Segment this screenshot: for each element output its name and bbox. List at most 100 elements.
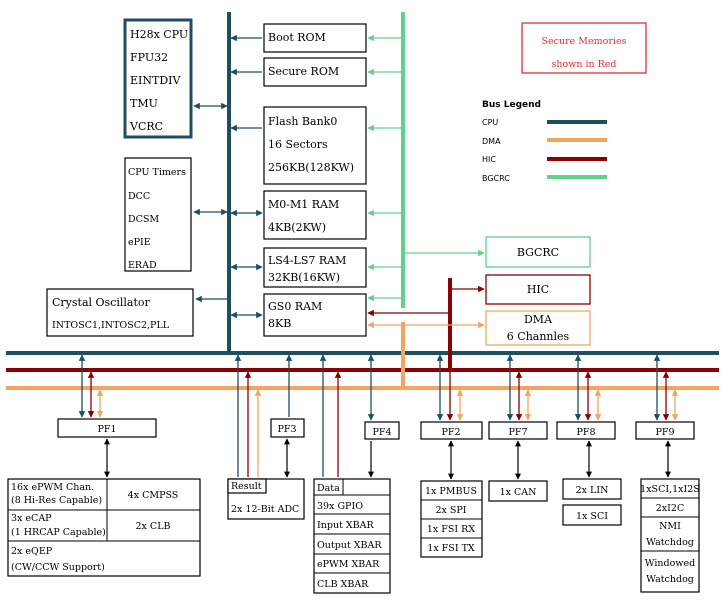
cpu-peripherals-block: CPU Timers DCC DCSM ePIE ERAD xyxy=(124,157,192,272)
pf1-box: PF1 xyxy=(57,418,157,438)
pf2-box: PF2 xyxy=(420,421,483,440)
periph-item: CPU Timers xyxy=(128,167,186,178)
cpu-item: EINTDIV xyxy=(130,74,182,87)
flash-line: Flash Bank0 xyxy=(268,115,337,128)
flash-line: 16 Sectors xyxy=(268,138,328,151)
pf8-label: PF8 xyxy=(576,427,595,438)
legend-label: DMA xyxy=(482,137,501,146)
flash-block: Flash Bank0 16 Sectors 256KB(128KW) xyxy=(263,106,367,185)
flash-line: 256KB(128KW) xyxy=(268,161,354,174)
legend-label: CPU xyxy=(482,118,498,127)
pf9-label: PF9 xyxy=(655,427,674,438)
boot-rom-block: Boot ROM xyxy=(263,23,367,53)
ecap-detail: (1 HRCAP Capable) xyxy=(11,527,106,538)
dma-block: DMA 6 Channles xyxy=(485,310,591,346)
pf7-label: PF7 xyxy=(508,427,527,438)
m0m1-ram-block: M0-M1 RAM 4KB(2KW) xyxy=(263,190,367,240)
oscillator-title: Crystal Oscillator xyxy=(52,296,151,309)
watchdog-label: Watchdog xyxy=(646,537,694,548)
bgcrc-block: BGCRC xyxy=(485,236,591,268)
ls-line: 32KB(16KW) xyxy=(268,271,340,284)
pf8-box: PF8 xyxy=(556,421,616,440)
pf7-box: PF7 xyxy=(488,421,548,440)
ecap-label: 3x eCAP xyxy=(11,513,52,524)
dma-channels: 6 Channles xyxy=(507,330,570,343)
epwm-label: 16x ePWM Chan. xyxy=(11,482,94,493)
pmbus-label: 1x PMBUS xyxy=(425,486,477,497)
m0m1-line: M0-M1 RAM xyxy=(268,198,339,211)
cpu-item: FPU32 xyxy=(130,51,168,64)
pf3-box: PF3 xyxy=(270,418,305,438)
pf9-peripherals: 1xSCI,1xI2S 2xI2C NMI Watchdog Windowed … xyxy=(640,478,700,593)
adc-result: Result xyxy=(231,481,262,492)
secure-rom-block: Secure ROM xyxy=(263,57,367,87)
periph-item: ePIE xyxy=(128,237,151,248)
cpu-block: H28x CPU FPU32 EINTDIV TMU VCRC xyxy=(123,18,193,139)
fsi-rx-label: 1x FSI RX xyxy=(427,524,475,535)
periph-item: DCSM xyxy=(128,214,159,225)
hic-label: HIC xyxy=(527,283,549,296)
bgcrc-label: BGCRC xyxy=(517,246,559,259)
sci-i2s-label: 1xSCI,1xI2S xyxy=(640,484,700,495)
clb-label: 2x CLB xyxy=(136,521,171,532)
cpu-bus xyxy=(6,12,719,355)
cpu-memory-links xyxy=(230,34,263,319)
pf9-box: PF9 xyxy=(635,421,695,440)
adc-block: Result 2x 12-Bit ADC xyxy=(227,478,305,520)
bus-drops xyxy=(78,354,679,477)
gs0-ram-block: GS0 RAM 8KB xyxy=(263,293,367,337)
dma-bus xyxy=(6,322,719,390)
boot-rom-label: Boot ROM xyxy=(268,31,326,44)
hic-block: HIC xyxy=(485,274,591,305)
epwm-xbar: ePWM XBAR xyxy=(317,559,380,570)
eqep-detail: (CW/CCW Support) xyxy=(11,562,105,573)
secure-note-line: Secure Memories xyxy=(542,36,627,47)
epwm-detail: (8 Hi-Res Capable) xyxy=(11,495,102,506)
pf3-label: PF3 xyxy=(277,424,296,435)
pf-peripheral-links xyxy=(104,438,671,480)
clb-xbar: CLB XBAR xyxy=(317,579,369,590)
legend-label: HIC xyxy=(482,155,496,164)
windowed-label: Windowed xyxy=(645,558,695,569)
adc-label: 2x 12-Bit ADC xyxy=(231,504,299,515)
cpu-item: VCRC xyxy=(129,120,163,133)
cpu-item: TMU xyxy=(130,97,158,110)
pf1-peripherals: 16x ePWM Chan. (8 Hi-Res Capable) 4x CMP… xyxy=(7,478,201,577)
pf2-label: PF2 xyxy=(441,427,460,438)
secure-memories-note: Secure Memories shown in Red xyxy=(521,22,647,74)
pf4-label: PF4 xyxy=(372,427,391,438)
output-xbar: Output XBAR xyxy=(317,540,382,551)
can-label: 1x CAN xyxy=(500,487,537,498)
pf7-peripherals: 1x CAN xyxy=(488,480,548,502)
cmpss-label: 4x CMPSS xyxy=(128,490,179,501)
eqep-label: 2x eQEP xyxy=(11,546,53,557)
legend-title: Bus Legend xyxy=(482,100,541,110)
bus-legend: Bus Legend CPU DMA HIC BGCRC xyxy=(482,100,607,183)
pf8-peripherals: 2x LIN 1x SCI xyxy=(562,478,622,526)
gpio-stack: Data 39x GPIO Input XBAR Output XBAR ePW… xyxy=(313,478,391,594)
secure-note-line: shown in Red xyxy=(551,59,616,70)
fsi-tx-label: 1x FSI TX xyxy=(427,543,475,554)
cpu-item: H28x CPU xyxy=(130,28,188,41)
periph-item: ERAD xyxy=(128,260,157,271)
periph-item: DCC xyxy=(128,191,150,202)
gpio-data: Data xyxy=(317,483,340,494)
sci-label: 1x SCI xyxy=(576,511,608,522)
gpio-count: 39x GPIO xyxy=(317,501,363,512)
gs0-line: GS0 RAM xyxy=(268,300,322,313)
oscillator-detail: INTOSC1,INTOSC2,PLL xyxy=(52,320,170,331)
pf4-box: PF4 xyxy=(364,421,400,440)
oscillator-block: Crystal Oscillator INTOSC1,INTOSC2,PLL xyxy=(46,288,194,337)
pf2-peripherals: 1x PMBUS 2x SPI 1x FSI RX 1x FSI TX xyxy=(420,480,483,558)
legend-label: BGCRC xyxy=(482,174,510,183)
secure-rom-label: Secure ROM xyxy=(268,65,339,78)
bgcrc-memory-links xyxy=(367,34,485,302)
nmi-label: NMI xyxy=(659,521,681,532)
pf1-label: PF1 xyxy=(97,424,116,435)
m0m1-line: 4KB(2KW) xyxy=(268,221,326,234)
i2c-label: 2xI2C xyxy=(656,503,684,514)
gs0-line: 8KB xyxy=(268,317,291,330)
spi-label: 2x SPI xyxy=(435,505,466,516)
input-xbar: Input XBAR xyxy=(317,520,375,531)
